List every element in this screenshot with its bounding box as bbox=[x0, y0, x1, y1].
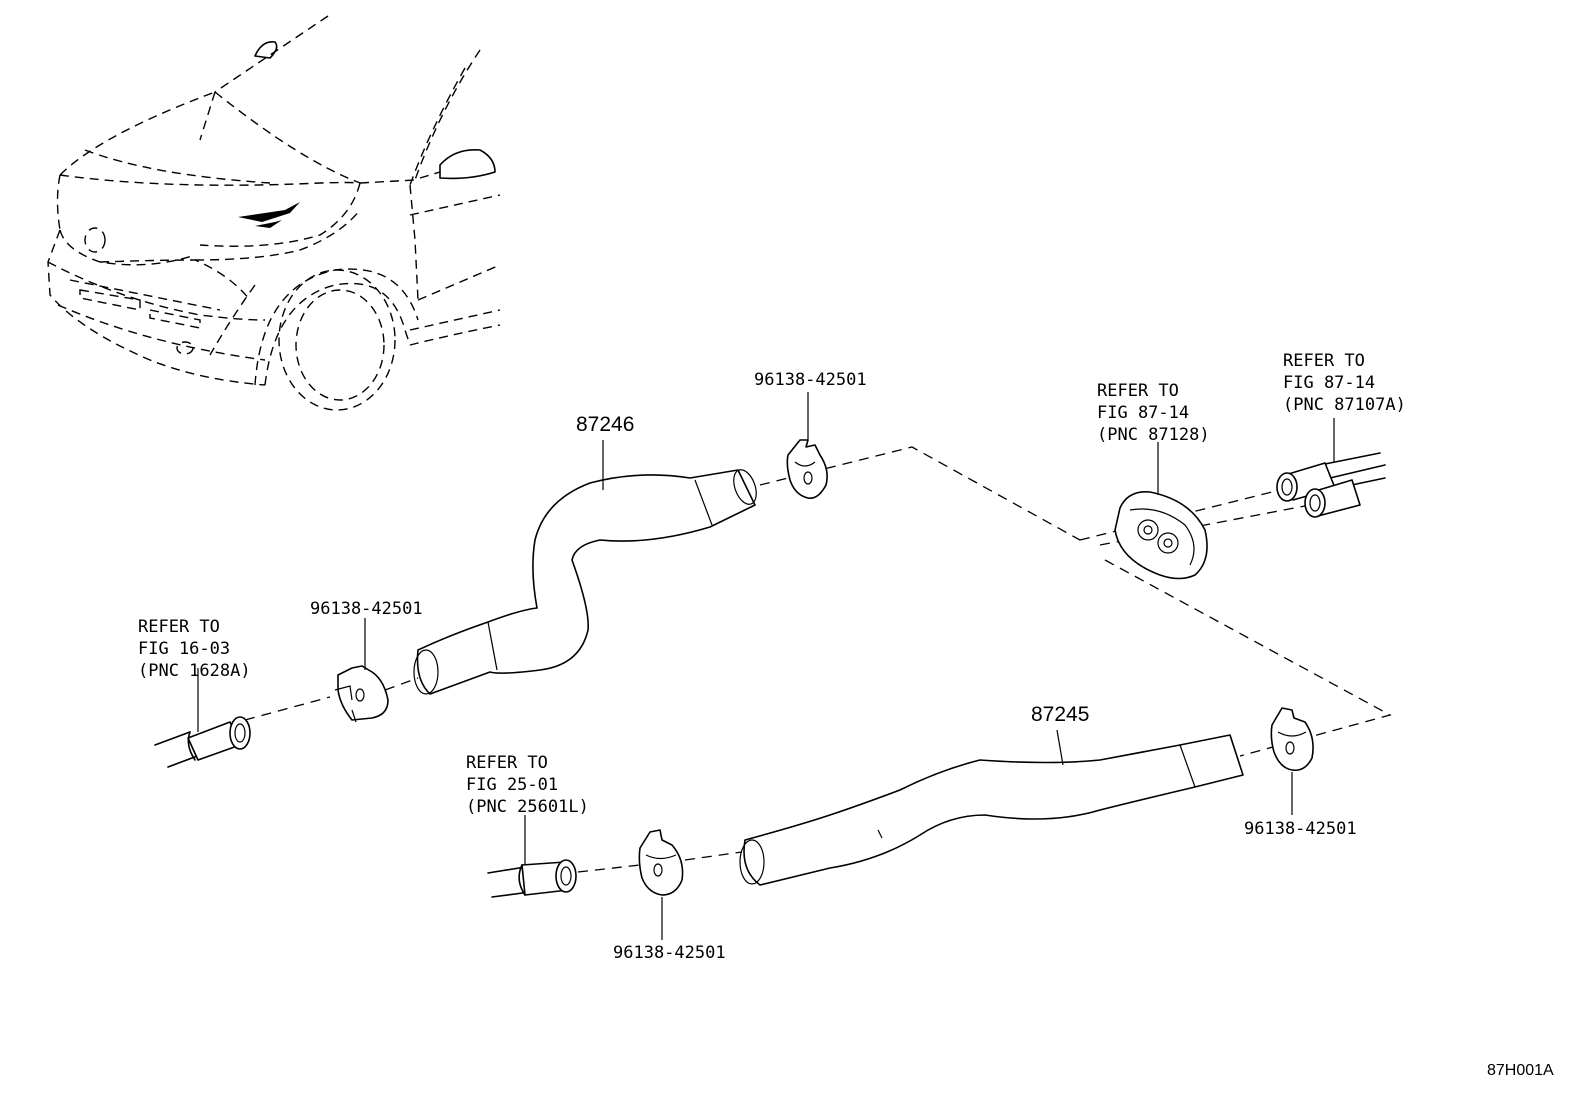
reference-line: FIG 87-14 bbox=[1283, 373, 1376, 393]
reference-left-upper: REFER TO FIG 16-03 (PNC 1628A) bbox=[138, 616, 251, 682]
leader-lines bbox=[197, 392, 1335, 940]
reference-line: REFER TO bbox=[466, 753, 548, 773]
pipe-left-upper bbox=[154, 716, 251, 768]
clamp-upper-left bbox=[334, 665, 389, 723]
part-number-clamp-upper-left: 96138-42501 bbox=[310, 599, 423, 619]
reference-line: FIG 16-03 bbox=[138, 639, 231, 659]
reference-line: (PNC 87128) bbox=[1097, 425, 1210, 445]
reference-line: FIG 87-14 bbox=[1097, 403, 1190, 423]
reference-pipes-right: REFER TO FIG 87-14 (PNC 87107A) bbox=[1283, 350, 1406, 416]
reference-line: REFER TO bbox=[138, 617, 220, 637]
part-number-87246: 87246 bbox=[576, 413, 635, 436]
part-number-87245: 87245 bbox=[1031, 703, 1090, 726]
part-number-clamp-lower-left: 96138-42501 bbox=[613, 943, 726, 963]
clamp-upper-right bbox=[786, 439, 828, 500]
reference-line: (PNC 25601L) bbox=[466, 797, 589, 817]
part-number-clamp-lower-right: 96138-42501 bbox=[1244, 819, 1357, 839]
part-number-clamp-upper-right: 96138-42501 bbox=[754, 370, 867, 390]
clamp-lower-left bbox=[638, 829, 684, 896]
reference-line: REFER TO bbox=[1283, 351, 1365, 371]
heater-hose-87245 bbox=[739, 734, 1244, 886]
reference-line: FIG 25-01 bbox=[466, 775, 559, 795]
reference-line: REFER TO bbox=[1097, 381, 1179, 401]
reference-left-lower: REFER TO FIG 25-01 (PNC 25601L) bbox=[466, 752, 589, 818]
reference-grommet: REFER TO FIG 87-14 (PNC 87128) bbox=[1097, 380, 1210, 446]
grommet bbox=[1114, 491, 1208, 580]
vehicle-locator-illustration bbox=[47, 15, 501, 411]
pipe-left-lower bbox=[487, 859, 577, 898]
reference-line: (PNC 1628A) bbox=[138, 661, 251, 681]
heater-hose-87246 bbox=[413, 469, 757, 695]
reference-line: (PNC 87107A) bbox=[1283, 395, 1406, 415]
pipes-right bbox=[1276, 452, 1386, 518]
clamp-lower-right bbox=[1270, 707, 1314, 772]
figure-id: 87H001A bbox=[1487, 1062, 1554, 1079]
